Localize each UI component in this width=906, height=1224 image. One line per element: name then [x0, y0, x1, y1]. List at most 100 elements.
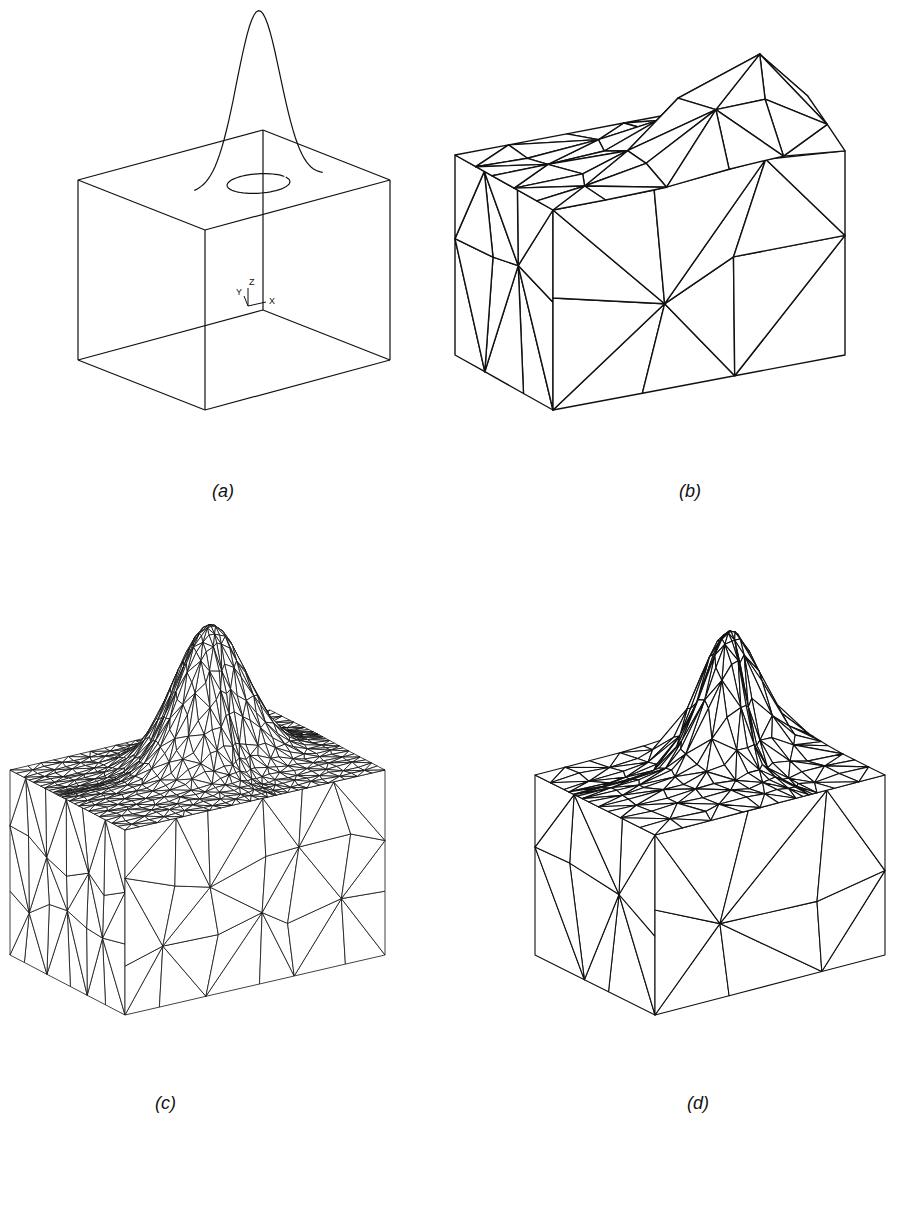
side-triangle	[103, 892, 126, 938]
surface-triangle	[200, 796, 221, 799]
surface-triangle	[760, 716, 772, 741]
box-edge	[78, 310, 263, 360]
side-triangle	[455, 239, 493, 372]
axis-label: X	[269, 297, 275, 306]
surface-triangle	[296, 771, 319, 776]
surface-triangle	[239, 744, 246, 760]
side-triangle	[10, 826, 29, 913]
surface-triangle	[655, 819, 682, 835]
axis-label: Z	[249, 278, 255, 287]
surface-triangle	[183, 811, 192, 817]
side-triangle	[299, 782, 334, 847]
surface-triangle	[340, 773, 358, 776]
side-triangle	[67, 873, 88, 928]
x-axis	[248, 302, 266, 306]
surface-triangle	[170, 785, 191, 791]
box-edge	[263, 130, 390, 180]
z-axis	[248, 288, 249, 306]
surface-triangle	[737, 708, 748, 751]
side-triangle	[125, 818, 176, 878]
side-triangle	[334, 770, 385, 841]
surface-triangle	[815, 783, 835, 793]
panel-label: (d)	[687, 1094, 709, 1112]
side-triangle	[827, 775, 885, 871]
surface-triangle	[711, 804, 743, 820]
surface-triangle	[160, 773, 176, 780]
side-triangle	[10, 826, 29, 913]
side-triangle	[105, 820, 125, 893]
side-triangle	[47, 904, 67, 974]
surface-triangle	[220, 796, 235, 799]
surface-triangle	[794, 735, 822, 745]
side-triangle	[103, 938, 126, 1015]
y-axis	[244, 296, 248, 306]
axis-triad	[244, 288, 266, 306]
box-edge	[204, 230, 205, 410]
surface-triangle	[229, 689, 234, 714]
side-triangle	[10, 770, 26, 826]
side-triangle	[208, 798, 263, 887]
box-edge	[205, 360, 390, 410]
surface-triangle	[537, 186, 585, 210]
surface-triangle	[240, 771, 247, 781]
side-triangle	[535, 847, 584, 980]
surface-triangle	[176, 770, 192, 781]
surface-triangle	[266, 792, 274, 797]
surface-triangle	[34, 779, 55, 783]
side-triangle	[103, 892, 126, 944]
surface-triangle	[565, 761, 610, 768]
mesh-box	[535, 631, 885, 1015]
side-triangle	[66, 799, 89, 873]
side-triangle	[103, 938, 126, 1015]
surface-triangle	[328, 776, 345, 783]
box-edge	[263, 310, 390, 360]
surface-triangle	[789, 788, 803, 798]
box-edge	[262, 130, 263, 310]
surface-triangle	[859, 767, 885, 782]
mesh-box	[10, 625, 385, 1015]
surface-triangle	[164, 813, 183, 816]
surface-triangle	[10, 766, 33, 770]
box-edge	[389, 180, 390, 360]
side-triangle	[176, 811, 210, 887]
surface-triangle	[239, 717, 245, 745]
box-edge	[77, 180, 78, 360]
side-triangle	[163, 886, 210, 946]
side-triangle	[553, 298, 665, 410]
panel-label: (a)	[212, 482, 234, 500]
side-triangle	[104, 820, 125, 896]
side-triangle	[29, 904, 49, 974]
surface-triangle	[250, 755, 255, 769]
surface-triangle	[232, 799, 241, 805]
side-triangle	[341, 891, 385, 955]
gaussian-base-contour	[227, 174, 290, 194]
gaussian-profile	[194, 11, 323, 191]
panel-label: (b)	[679, 482, 701, 500]
surface-triangle	[210, 806, 221, 811]
side-triangle	[535, 847, 584, 980]
box-edge	[205, 180, 390, 230]
side-triangle	[655, 910, 720, 1015]
side-triangle	[766, 151, 845, 236]
surface-triangle	[790, 745, 807, 761]
surface-triangle	[221, 671, 227, 694]
surface-triangle	[250, 796, 258, 801]
surface-triangle	[118, 801, 137, 805]
side-triangle	[66, 799, 89, 876]
box-edge	[78, 180, 205, 230]
panel-label: (c)	[155, 1094, 176, 1112]
box-edge	[78, 360, 205, 410]
side-triangle	[46, 789, 67, 858]
surface-triangle	[205, 788, 220, 793]
surface-triangle	[815, 774, 859, 783]
surface-triangle	[175, 715, 189, 739]
surface-triangle	[125, 824, 139, 830]
side-triangle	[263, 789, 303, 847]
surface-triangle	[288, 787, 299, 792]
surface-triangle	[215, 626, 220, 635]
surface-triangle	[210, 647, 220, 671]
surface-triangle	[251, 769, 257, 779]
side-triangle	[341, 834, 385, 899]
side-triangle	[734, 235, 846, 375]
